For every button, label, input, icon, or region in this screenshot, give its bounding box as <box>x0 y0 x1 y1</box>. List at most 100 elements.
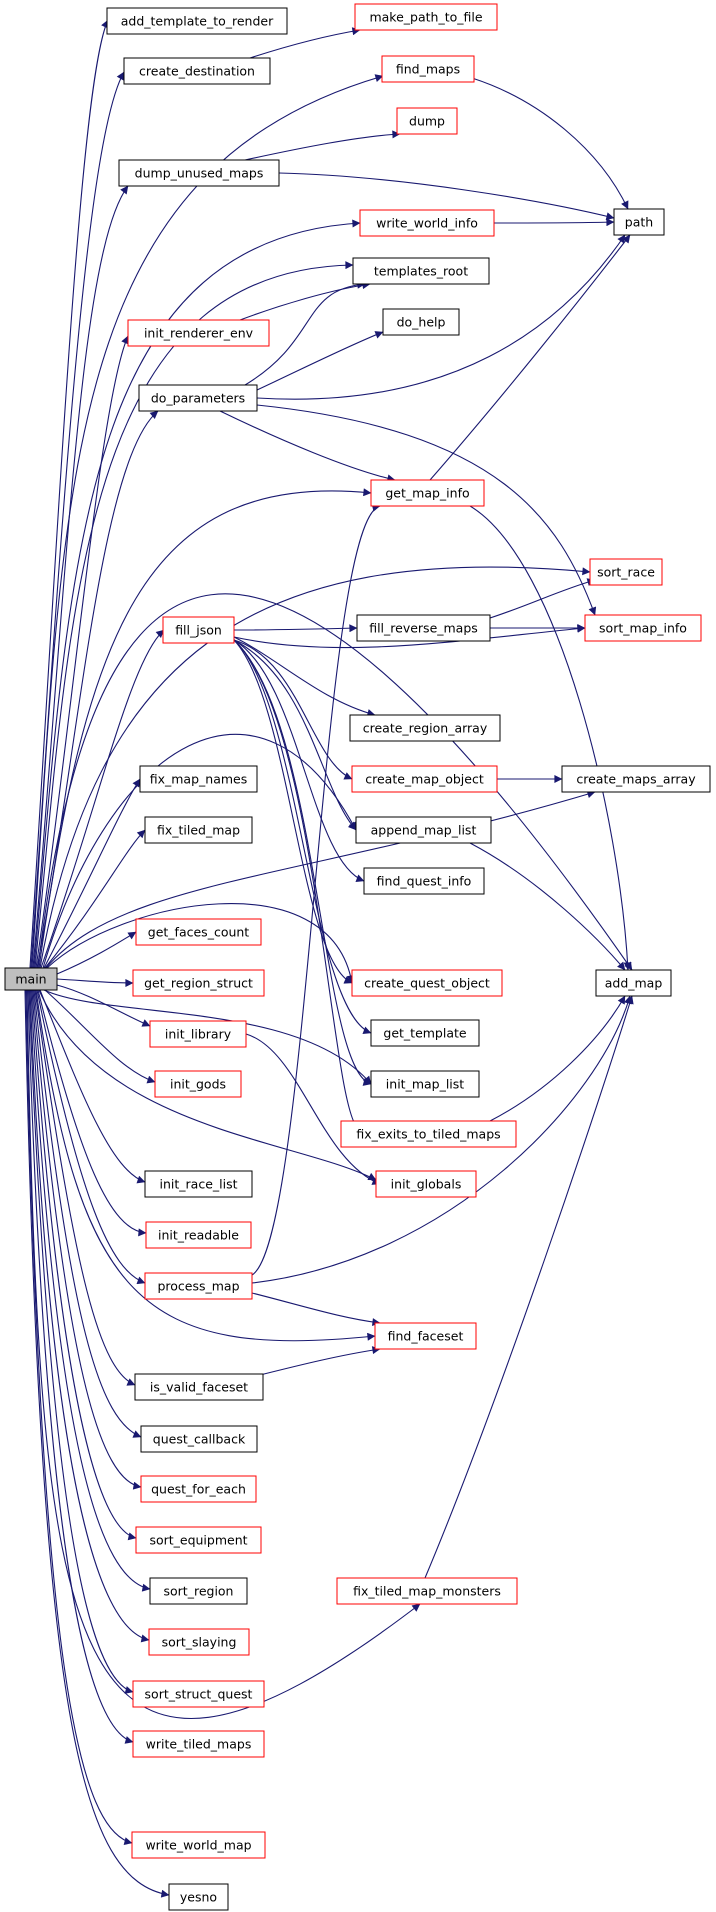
node-create_map_object[interactable]: create_map_object <box>351 765 498 793</box>
node-box-is_valid_faceset[interactable] <box>134 1373 264 1401</box>
node-box-find_quest_info[interactable] <box>363 867 485 895</box>
node-box-get_template[interactable] <box>370 1019 480 1047</box>
node-box-init_readable[interactable] <box>145 1221 252 1249</box>
node-box-write_world_info[interactable] <box>359 209 495 237</box>
node-box-get_map_info[interactable] <box>370 479 485 507</box>
node-box-sort_race[interactable] <box>589 558 663 586</box>
node-box-fix_exits_to_tiled_maps[interactable] <box>340 1120 517 1148</box>
node-create_destination[interactable]: create_destination <box>123 57 271 85</box>
node-process_map[interactable]: process_map <box>144 1272 253 1300</box>
node-box-sort_map_info[interactable] <box>584 614 702 642</box>
node-sort_race[interactable]: sort_race <box>589 558 663 586</box>
node-init_globals[interactable]: init_globals <box>375 1170 477 1198</box>
node-add_template_to_render[interactable]: add_template_to_render <box>106 7 288 35</box>
node-box-init_race_list[interactable] <box>144 1170 253 1198</box>
node-box-create_maps_array[interactable] <box>561 765 711 793</box>
node-box-init_globals[interactable] <box>375 1170 477 1198</box>
node-box-create_quest_object[interactable] <box>351 969 503 997</box>
node-box-find_maps[interactable] <box>381 55 475 83</box>
node-get_template[interactable]: get_template <box>370 1019 480 1047</box>
node-fix_tiled_map[interactable]: fix_tiled_map <box>144 816 253 844</box>
node-path[interactable]: path <box>613 208 665 236</box>
node-init_library[interactable]: init_library <box>149 1020 247 1048</box>
node-box-yesno[interactable] <box>168 1883 229 1911</box>
node-fix_tiled_map_monsters[interactable]: fix_tiled_map_monsters <box>336 1577 518 1605</box>
node-init_map_list[interactable]: init_map_list <box>370 1070 480 1098</box>
node-dump_unused_maps[interactable]: dump_unused_maps <box>118 159 280 187</box>
node-sort_region[interactable]: sort_region <box>149 1577 248 1605</box>
node-fix_map_names[interactable]: fix_map_names <box>139 765 258 793</box>
node-create_region_array[interactable]: create_region_array <box>349 714 501 742</box>
node-box-init_renderer_env[interactable] <box>127 319 270 347</box>
node-box-do_parameters[interactable] <box>138 384 258 412</box>
node-init_readable[interactable]: init_readable <box>145 1221 252 1249</box>
node-find_maps[interactable]: find_maps <box>381 55 475 83</box>
node-box-sort_equipment[interactable] <box>135 1526 262 1554</box>
node-box-process_map[interactable] <box>144 1272 253 1300</box>
node-fill_json[interactable]: fill_json <box>162 616 235 644</box>
node-append_map_list[interactable]: append_map_list <box>355 816 492 844</box>
node-box-write_world_map[interactable] <box>131 1831 266 1859</box>
node-init_renderer_env[interactable]: init_renderer_env <box>127 319 270 347</box>
node-box-quest_callback[interactable] <box>140 1425 258 1453</box>
node-box-create_map_object[interactable] <box>351 765 498 793</box>
node-create_maps_array[interactable]: create_maps_array <box>561 765 711 793</box>
node-find_faceset[interactable]: find_faceset <box>374 1322 477 1350</box>
node-box-init_gods[interactable] <box>154 1070 242 1098</box>
node-fill_reverse_maps[interactable]: fill_reverse_maps <box>356 614 491 642</box>
node-get_map_info[interactable]: get_map_info <box>370 479 485 507</box>
node-box-path[interactable] <box>613 208 665 236</box>
node-write_tiled_maps[interactable]: write_tiled_maps <box>132 1730 265 1758</box>
node-write_world_map[interactable]: write_world_map <box>131 1831 266 1859</box>
node-box-main[interactable] <box>4 967 58 991</box>
node-find_quest_info[interactable]: find_quest_info <box>363 867 485 895</box>
node-box-fix_tiled_map_monsters[interactable] <box>336 1577 518 1605</box>
node-write_world_info[interactable]: write_world_info <box>359 209 495 237</box>
node-add_map[interactable]: add_map <box>595 969 672 997</box>
node-init_gods[interactable]: init_gods <box>154 1070 242 1098</box>
node-box-dump[interactable] <box>396 107 458 135</box>
node-box-init_library[interactable] <box>149 1020 247 1048</box>
node-templates_root[interactable]: templates_root <box>352 257 490 285</box>
node-main[interactable]: main <box>4 967 58 991</box>
node-box-get_faces_count[interactable] <box>135 918 262 946</box>
node-get_faces_count[interactable]: get_faces_count <box>135 918 262 946</box>
node-box-create_destination[interactable] <box>123 57 271 85</box>
node-fix_exits_to_tiled_maps[interactable]: fix_exits_to_tiled_maps <box>340 1120 517 1148</box>
node-box-quest_for_each[interactable] <box>140 1475 257 1503</box>
node-get_region_struct[interactable]: get_region_struct <box>132 969 265 997</box>
node-box-sort_struct_quest[interactable] <box>132 1680 265 1708</box>
node-do_parameters[interactable]: do_parameters <box>138 384 258 412</box>
node-box-create_region_array[interactable] <box>349 714 501 742</box>
node-sort_equipment[interactable]: sort_equipment <box>135 1526 262 1554</box>
node-create_quest_object[interactable]: create_quest_object <box>351 969 503 997</box>
node-do_help[interactable]: do_help <box>382 308 460 336</box>
node-box-do_help[interactable] <box>382 308 460 336</box>
node-sort_map_info[interactable]: sort_map_info <box>584 614 702 642</box>
node-init_race_list[interactable]: init_race_list <box>144 1170 253 1198</box>
node-quest_for_each[interactable]: quest_for_each <box>140 1475 257 1503</box>
node-box-find_faceset[interactable] <box>374 1322 477 1350</box>
node-box-get_region_struct[interactable] <box>132 969 265 997</box>
node-dump[interactable]: dump <box>396 107 458 135</box>
node-box-dump_unused_maps[interactable] <box>118 159 280 187</box>
node-yesno[interactable]: yesno <box>168 1883 229 1911</box>
node-box-make_path_to_file[interactable] <box>354 3 498 31</box>
node-make_path_to_file[interactable]: make_path_to_file <box>354 3 498 31</box>
node-box-sort_slaying[interactable] <box>148 1628 250 1656</box>
node-box-add_template_to_render[interactable] <box>106 7 288 35</box>
node-box-fill_reverse_maps[interactable] <box>356 614 491 642</box>
node-sort_struct_quest[interactable]: sort_struct_quest <box>132 1680 265 1708</box>
node-box-templates_root[interactable] <box>352 257 490 285</box>
node-box-add_map[interactable] <box>595 969 672 997</box>
node-box-write_tiled_maps[interactable] <box>132 1730 265 1758</box>
node-box-sort_region[interactable] <box>149 1577 248 1605</box>
node-is_valid_faceset[interactable]: is_valid_faceset <box>134 1373 264 1401</box>
node-box-fix_map_names[interactable] <box>139 765 258 793</box>
node-box-fill_json[interactable] <box>162 616 235 644</box>
node-box-append_map_list[interactable] <box>355 816 492 844</box>
node-box-init_map_list[interactable] <box>370 1070 480 1098</box>
node-quest_callback[interactable]: quest_callback <box>140 1425 258 1453</box>
node-box-fix_tiled_map[interactable] <box>144 816 253 844</box>
node-sort_slaying[interactable]: sort_slaying <box>148 1628 250 1656</box>
